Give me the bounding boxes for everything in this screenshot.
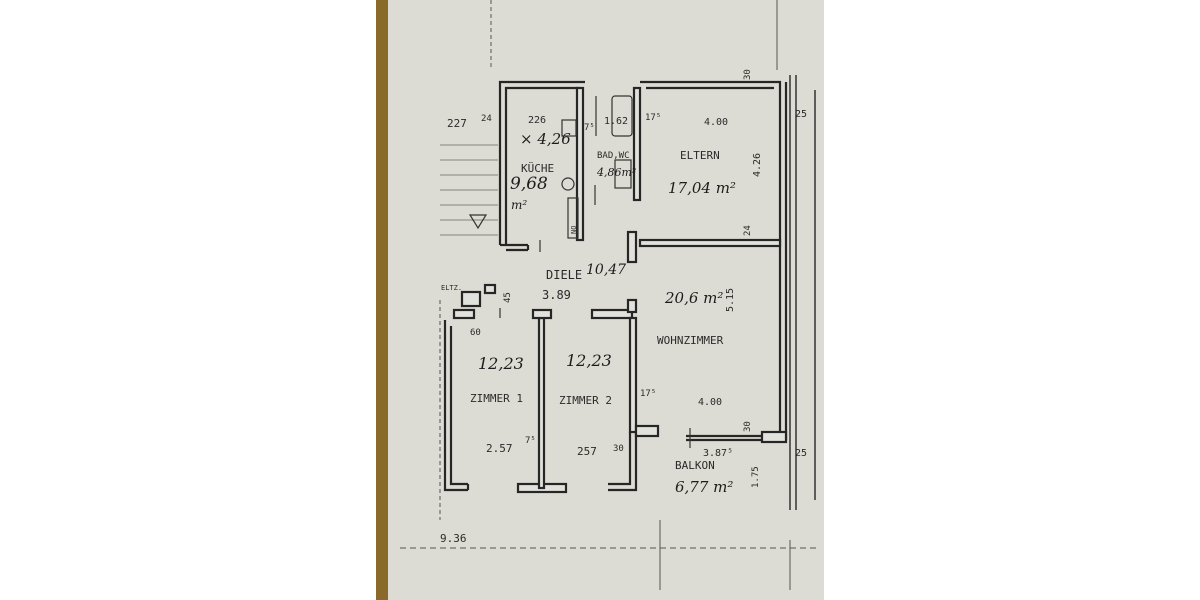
- dim-515: 5.15: [725, 287, 736, 312]
- room-dims-kueche: × 4,26: [520, 130, 571, 148]
- dim-426: 4.26: [752, 152, 763, 177]
- room-area-wohnzimmer: 20,6 m²: [665, 289, 724, 307]
- sink-icon: [561, 119, 577, 137]
- room-label-diele: DIELE: [546, 268, 583, 282]
- room-label-zimmer1: ZIMMER 1: [470, 392, 523, 405]
- dim-75-top: 7⁵: [584, 123, 595, 133]
- room-area-balkon: 6,77 m²: [675, 478, 734, 496]
- room-label-eltern: ELTERN: [680, 149, 720, 162]
- dim-162: 1.62: [604, 116, 629, 127]
- stair-hatching: [440, 144, 498, 236]
- room-label-zimmer2: ZIMMER 2: [559, 394, 612, 407]
- dim-30-top: 30: [743, 69, 753, 80]
- room-label-balkon: BALKON: [675, 459, 715, 472]
- dim-400-top: 4.00: [704, 117, 729, 128]
- room-area-kueche: 9,68: [510, 174, 548, 194]
- dim-25-top: 25: [795, 109, 808, 120]
- room-area-diele: 10,47: [586, 262, 627, 278]
- wc-mark: NO: [570, 225, 578, 234]
- room-area-zimmer2: 12,23: [566, 351, 612, 370]
- bathtub-icon: [611, 95, 633, 137]
- dim-175-mid: 17⁵: [640, 389, 657, 399]
- room-label-wohnzimmer: WOHNZIMMER: [657, 334, 724, 347]
- dim-257-left: 2.57: [486, 442, 513, 455]
- dim-226: 226: [528, 115, 547, 126]
- dim-60: 60: [470, 328, 481, 338]
- walls: [443, 80, 788, 494]
- dim-257-right: 257: [577, 445, 597, 458]
- paper-sheet: [388, 0, 824, 600]
- construction-lines: [400, 0, 820, 590]
- room-area-unit-kueche: m²: [511, 198, 528, 212]
- dim-30-mid: 30: [743, 421, 753, 432]
- dim-175-top: 17⁵: [645, 113, 662, 123]
- toilet-icon: [561, 177, 575, 191]
- elt-label: ELTZ.: [441, 284, 463, 292]
- room-area-eltern: 17,04 m²: [668, 179, 736, 197]
- dim-227: 227: [447, 117, 467, 130]
- room-label-kueche: KÜCHE: [521, 162, 555, 175]
- dim-45: 45: [503, 292, 513, 303]
- dim-387: 3.87⁵: [703, 448, 734, 459]
- facade-strip: [789, 75, 816, 510]
- room-area-bad: 4,86m²: [597, 166, 637, 179]
- dim-389: 3.89: [542, 288, 571, 302]
- stair-arrow-icon: [468, 214, 488, 230]
- dim-400-mid: 4.00: [698, 397, 723, 408]
- dim-24-mid: 24: [743, 225, 753, 236]
- fixtures: [499, 95, 691, 448]
- dim-936: 9.36: [440, 532, 467, 545]
- dim-30-bottom: 30: [613, 444, 624, 454]
- dim-25-bottom: 25: [795, 448, 808, 459]
- dim-175-bottom: 1.75: [751, 466, 761, 488]
- table-edge: [376, 0, 390, 600]
- room-label-bad: BAD,WC: [597, 151, 630, 161]
- room-area-zimmer1: 12,23: [478, 354, 524, 373]
- dim-24-top: 24: [481, 114, 492, 124]
- dim-75-bottom: 7⁵: [525, 436, 536, 446]
